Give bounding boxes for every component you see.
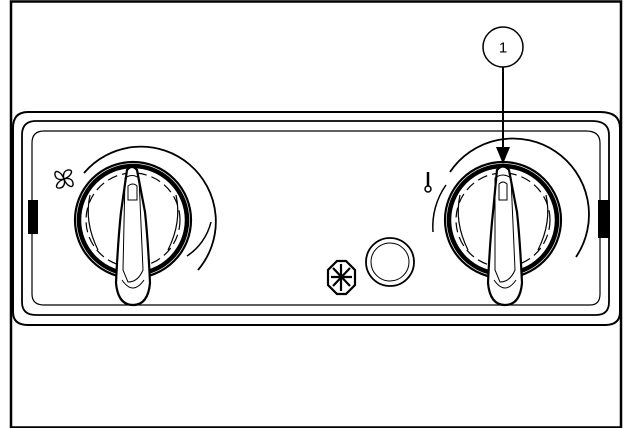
control-panel (12, 111, 621, 326)
left-mounting-clip (28, 200, 38, 234)
snowflake-icon (326, 259, 357, 296)
callout-number: 1 (499, 40, 507, 57)
callout-1: 1 (482, 26, 524, 164)
temperature-knob[interactable] (432, 137, 590, 307)
ac-button[interactable] (365, 237, 415, 287)
thermometer-icon (424, 172, 432, 193)
right-mounting-clip (598, 200, 610, 238)
fan-icon (54, 169, 74, 189)
callout-arrowhead (496, 147, 510, 164)
fan-speed-knob[interactable] (73, 145, 217, 307)
